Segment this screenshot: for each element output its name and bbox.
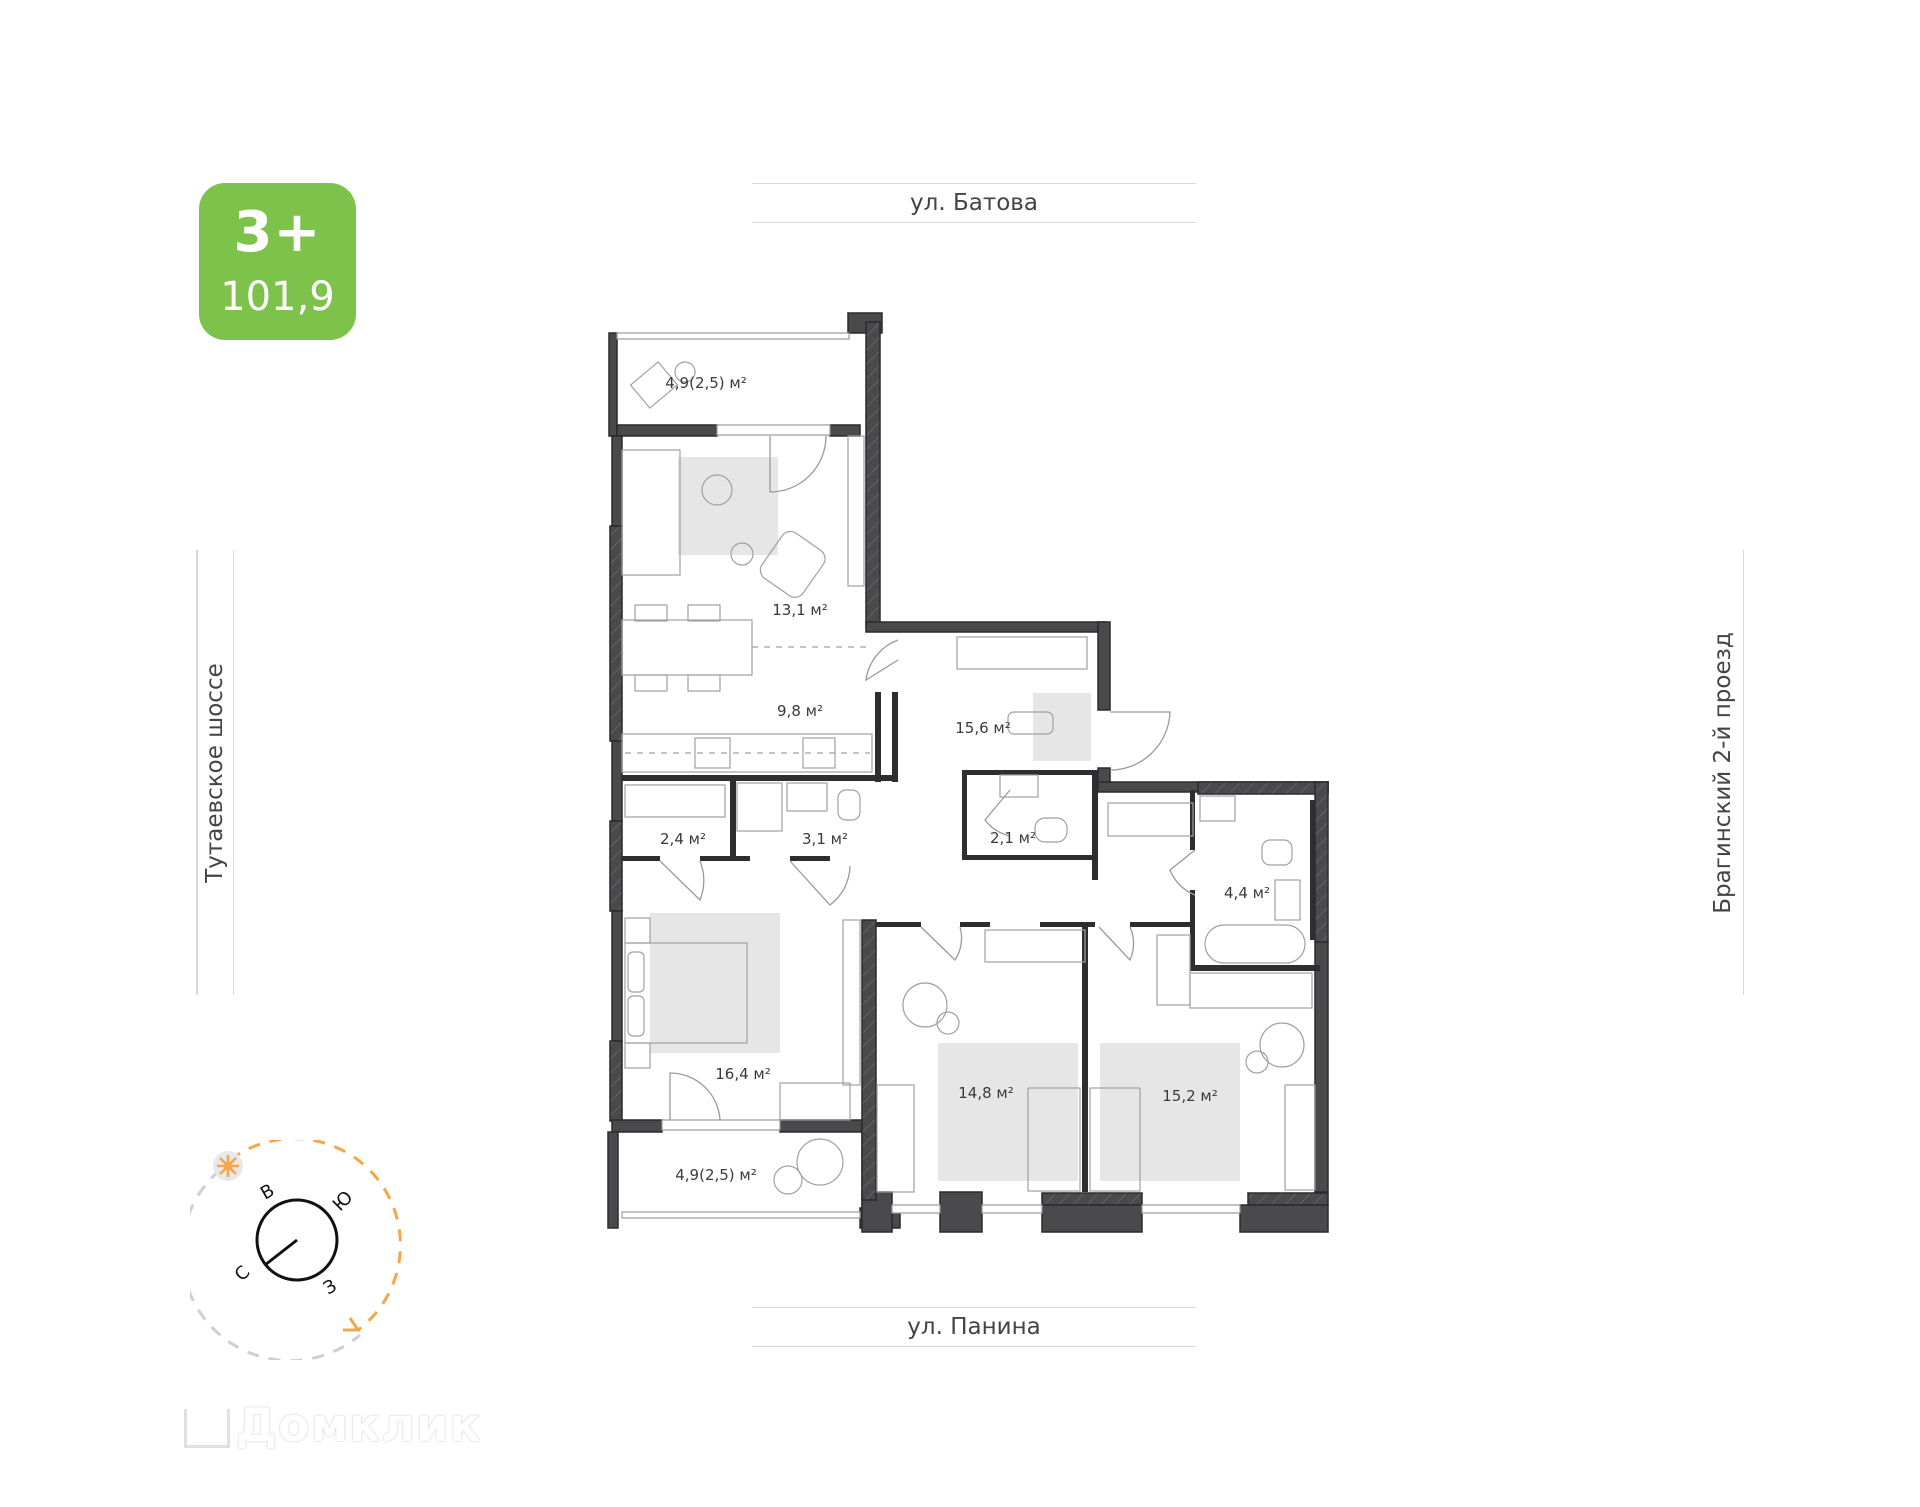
room-label-bathroom-1: 3,1 м² [802, 830, 848, 848]
rugs [650, 457, 1240, 1181]
street-bottom: ул. Панина [752, 1307, 1196, 1347]
compass-dial [255, 1198, 339, 1282]
room-label-hall: 15,6 м² [955, 719, 1011, 737]
compass-north: С [231, 1262, 255, 1286]
doors [659, 435, 1196, 1121]
room-label-kitchen: 9,8 м² [777, 702, 823, 720]
room-label-balcony-bottom: 4,9(2,5) м² [675, 1166, 757, 1184]
room-label-wc: 2,1 м² [990, 829, 1036, 847]
house-icon [184, 1409, 230, 1448]
compass-east: В [257, 1180, 278, 1204]
compass-needle [264, 1238, 298, 1267]
apartment-badge: 3+ 101,9 [199, 183, 356, 340]
watermark-logo: Домклик [184, 1398, 482, 1452]
sun-icon [213, 1151, 243, 1181]
compass-west: З [320, 1275, 340, 1299]
room-label-wardrobe: 2,4 м² [660, 830, 706, 848]
room-label-balcony-top: 4,9(2,5) м² [665, 374, 747, 392]
street-right: Брагинский 2-й проезд [1706, 550, 1744, 995]
total-area: 101,9 [220, 274, 335, 320]
street-left: Тутаевское шоссе [196, 550, 234, 995]
room-label-bedroom-3: 15,2 м² [1162, 1087, 1218, 1105]
furniture [621, 361, 1316, 1195]
rooms-count: 3+ [233, 200, 322, 265]
room-label-bedroom-master: 16,4 м² [715, 1065, 771, 1083]
compass-south: Ю [329, 1187, 358, 1216]
room-label-living: 13,1 м² [772, 601, 828, 619]
room-label-bathroom-2: 4,4 м² [1224, 884, 1270, 902]
walls [607, 312, 1329, 1233]
windows [616, 332, 1241, 1219]
arrow-icon [343, 1317, 361, 1332]
room-labels: 4,9(2,5) м² 13,1 м² 9,8 м² 15,6 м² 2,4 м… [660, 374, 1270, 1184]
compass: В Ю С З [190, 1140, 402, 1360]
room-label-bedroom-2: 14,8 м² [958, 1084, 1014, 1102]
street-top: ул. Батова [752, 183, 1196, 223]
